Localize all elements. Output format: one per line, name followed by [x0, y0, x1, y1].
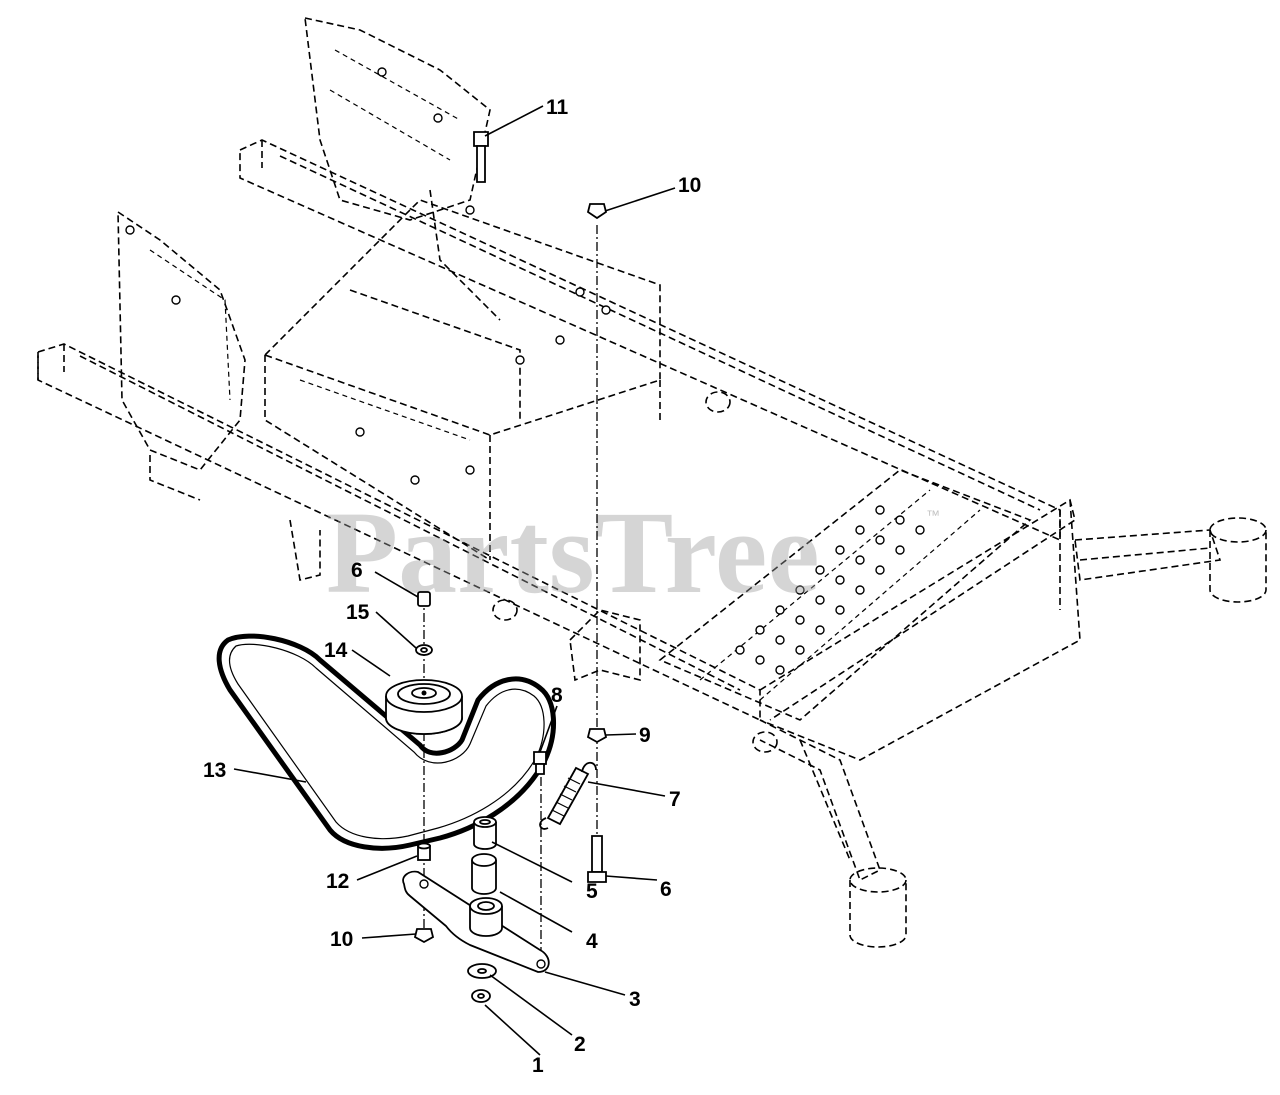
callout-5: 5	[586, 880, 598, 903]
bolt-top	[473, 131, 489, 183]
callout-7: 7	[669, 788, 681, 811]
callout-15: 15	[346, 601, 370, 624]
watermark-text: PartsTree	[326, 487, 820, 618]
callout-6-lower: 6	[660, 878, 672, 901]
callout-14: 14	[324, 639, 348, 662]
washer-large	[467, 963, 497, 979]
callout-8: 8	[551, 684, 563, 707]
bolt-lower	[587, 835, 607, 883]
watermark-trademark: ™	[926, 507, 940, 523]
frame-holes	[125, 67, 611, 485]
washer-top	[415, 644, 433, 656]
bolt-upper	[417, 591, 431, 607]
bushing-arm	[469, 897, 503, 937]
belt	[216, 633, 556, 851]
mower-frame	[37, 16, 1267, 948]
callout-9: 9	[639, 724, 651, 747]
nut-right	[586, 728, 608, 744]
callout-leaders	[233, 105, 676, 1056]
callout-13: 13	[203, 759, 226, 782]
nut-upper	[586, 203, 608, 220]
eye-bolt	[533, 751, 547, 775]
callout-2: 2	[574, 1033, 586, 1056]
bushing	[471, 853, 497, 895]
washer-small	[471, 989, 491, 1003]
callout-10-lower: 10	[330, 928, 353, 951]
spring	[539, 761, 597, 830]
nut-lower	[413, 928, 435, 944]
idler-pulley	[385, 679, 463, 735]
callout-3: 3	[629, 988, 641, 1011]
callout-12: 12	[326, 870, 349, 893]
callout-1: 1	[532, 1054, 544, 1077]
spacer	[473, 816, 497, 850]
callout-4: 4	[586, 930, 598, 953]
callout-6-upper: 6	[351, 559, 363, 582]
callout-labels: 1 2 3 4 5 6 6 7 8 9 10 10 11 12 13 14 15	[203, 96, 701, 1077]
spacer-lower	[417, 842, 431, 861]
idler-parts	[216, 131, 608, 1003]
callout-10-upper: 10	[678, 174, 701, 197]
callout-11: 11	[546, 96, 569, 119]
deck-holes	[735, 505, 925, 675]
watermark: PartsTree ™	[326, 487, 940, 618]
